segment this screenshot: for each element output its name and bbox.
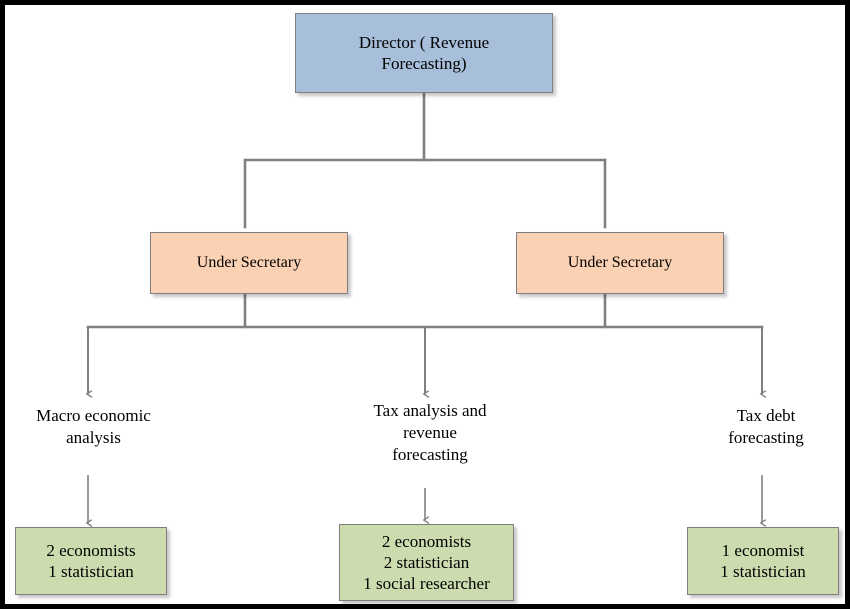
node-under-secretary-right[interactable]: Under Secretary <box>516 232 724 294</box>
node-staff-macro-economic[interactable]: 2 economists 1 statistician <box>15 527 167 595</box>
node-under-secretary-left-label: Under Secretary <box>196 254 302 271</box>
node-under-secretary-right-label: Under Secretary <box>567 254 673 271</box>
node-staff-tax-analysis-label: 2 economists 2 statistician 1 social res… <box>363 531 490 594</box>
node-staff-macro-economic-label: 2 economists 1 statistician <box>46 540 136 581</box>
node-director-label: Director ( Revenue Forecasting) <box>358 32 490 73</box>
label-tax-analysis-and-revenue-forecasting: Tax analysis and revenue forecasting <box>373 401 487 465</box>
node-director[interactable]: Director ( Revenue Forecasting) <box>295 13 553 93</box>
connector-lines <box>5 91 845 604</box>
node-staff-tax-debt-label: 1 economist 1 statistician <box>720 540 806 581</box>
node-staff-tax-analysis[interactable]: 2 economists 2 statistician 1 social res… <box>339 524 514 601</box>
label-macro-economic-analysis: Macro economic analysis <box>36 406 151 448</box>
label-tax-debt-forecasting: Tax debt forecasting <box>728 406 804 448</box>
node-under-secretary-left[interactable]: Under Secretary <box>150 232 348 294</box>
node-staff-tax-debt[interactable]: 1 economist 1 statistician <box>687 527 839 595</box>
